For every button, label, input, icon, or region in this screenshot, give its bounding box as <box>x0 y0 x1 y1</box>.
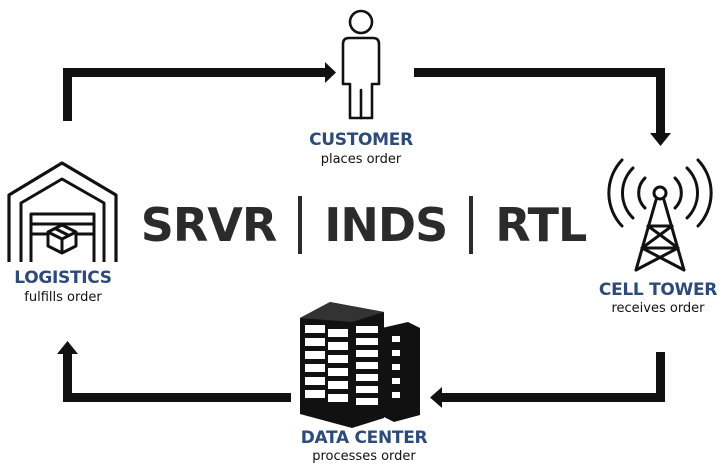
logistics-title: LOGISTICS <box>14 268 112 288</box>
title-part-inds: INDS <box>324 198 448 252</box>
server-rack-icon <box>300 302 420 428</box>
title-separator <box>469 196 474 254</box>
arrow-logistics-to-customer <box>63 62 336 121</box>
title-part-rtl: RTL <box>495 198 587 252</box>
title-separator <box>298 196 303 254</box>
cell-tower-title: CELL TOWER <box>598 280 718 300</box>
flow-connectors <box>57 62 671 408</box>
data-center-subtitle: processes order <box>312 449 416 464</box>
customer-title: CUSTOMER <box>309 130 413 150</box>
person-icon <box>341 9 381 120</box>
warehouse-icon <box>7 161 118 262</box>
title-part-srvr: SRVR <box>140 198 278 252</box>
cell-tower-subtitle: receives order <box>611 301 705 316</box>
data-center-title: DATA CENTER <box>300 428 428 448</box>
arrow-cell-tower-to-data-center <box>430 352 665 408</box>
center-title: SRVR INDS RTL <box>0 192 727 258</box>
logistics-subtitle: fulfills order <box>24 290 102 305</box>
customer-subtitle: places order <box>320 152 402 167</box>
cell-tower-icon <box>607 158 713 272</box>
server-slots <box>305 325 400 405</box>
arrow-data-center-to-logistics <box>57 341 291 402</box>
arrow-customer-to-cell-tower <box>414 68 671 146</box>
